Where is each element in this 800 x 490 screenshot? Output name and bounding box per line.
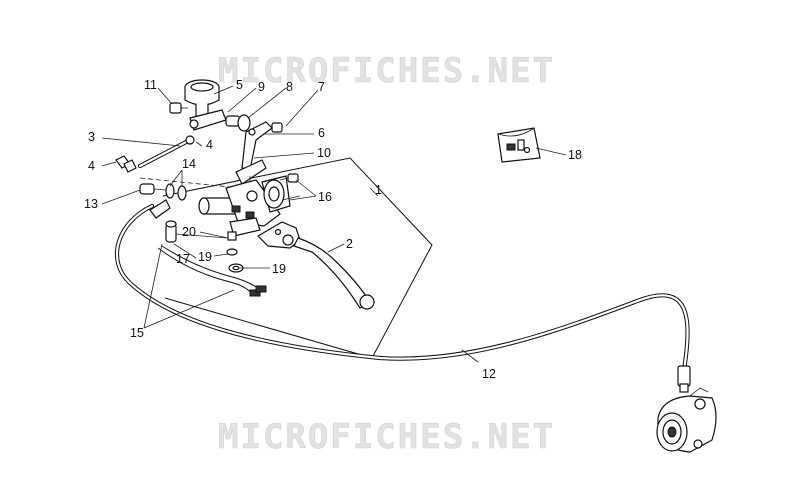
callout-20: 20	[182, 225, 196, 239]
mirror-bracket	[235, 121, 273, 185]
watermark-top: MICROFICHES.NET	[218, 51, 555, 91]
callout-8: 8	[286, 80, 293, 94]
callout-7: 7	[318, 80, 325, 94]
parts-kit-bag	[497, 127, 541, 163]
callout-14: 14	[182, 157, 196, 171]
callout-16: 16	[318, 190, 332, 204]
master-cylinder	[198, 175, 291, 237]
callout-6: 6	[318, 126, 325, 140]
clamp-screws	[279, 173, 301, 201]
reservoir-screw	[169, 102, 188, 114]
callout-11: 11	[144, 78, 157, 92]
banjo-bolt	[139, 183, 187, 201]
clutch-hose	[114, 203, 691, 393]
switch-and-washers	[165, 220, 244, 273]
callout-1: 1	[375, 183, 382, 197]
callout-4b: 4	[88, 159, 95, 173]
callout-18: 18	[568, 148, 582, 162]
fluid-reservoir	[184, 79, 220, 117]
callout-13: 13	[84, 197, 98, 211]
callout-2: 2	[346, 237, 353, 251]
callout-19a: 19	[198, 250, 212, 264]
slave-cylinder	[656, 387, 717, 453]
reservoir-bracket	[189, 109, 251, 132]
hose-fitting	[149, 199, 171, 219]
reservoir-hose	[115, 135, 195, 173]
callout-3: 3	[88, 130, 95, 144]
callout-12: 12	[482, 367, 496, 381]
callout-9: 9	[258, 80, 265, 94]
callout-17: 17	[176, 252, 190, 266]
leader-lines	[101, 85, 567, 363]
callout-15: 15	[130, 326, 144, 340]
switch-wires	[157, 245, 267, 297]
callout-19b: 19	[272, 262, 286, 276]
callout-4a: 4	[206, 138, 213, 152]
assembly-outline	[162, 157, 433, 359]
callout-10: 10	[317, 146, 331, 160]
clutch-lever	[257, 221, 376, 310]
watermark-bottom: MICROFICHES.NET	[218, 417, 555, 457]
callout-5: 5	[236, 78, 243, 92]
